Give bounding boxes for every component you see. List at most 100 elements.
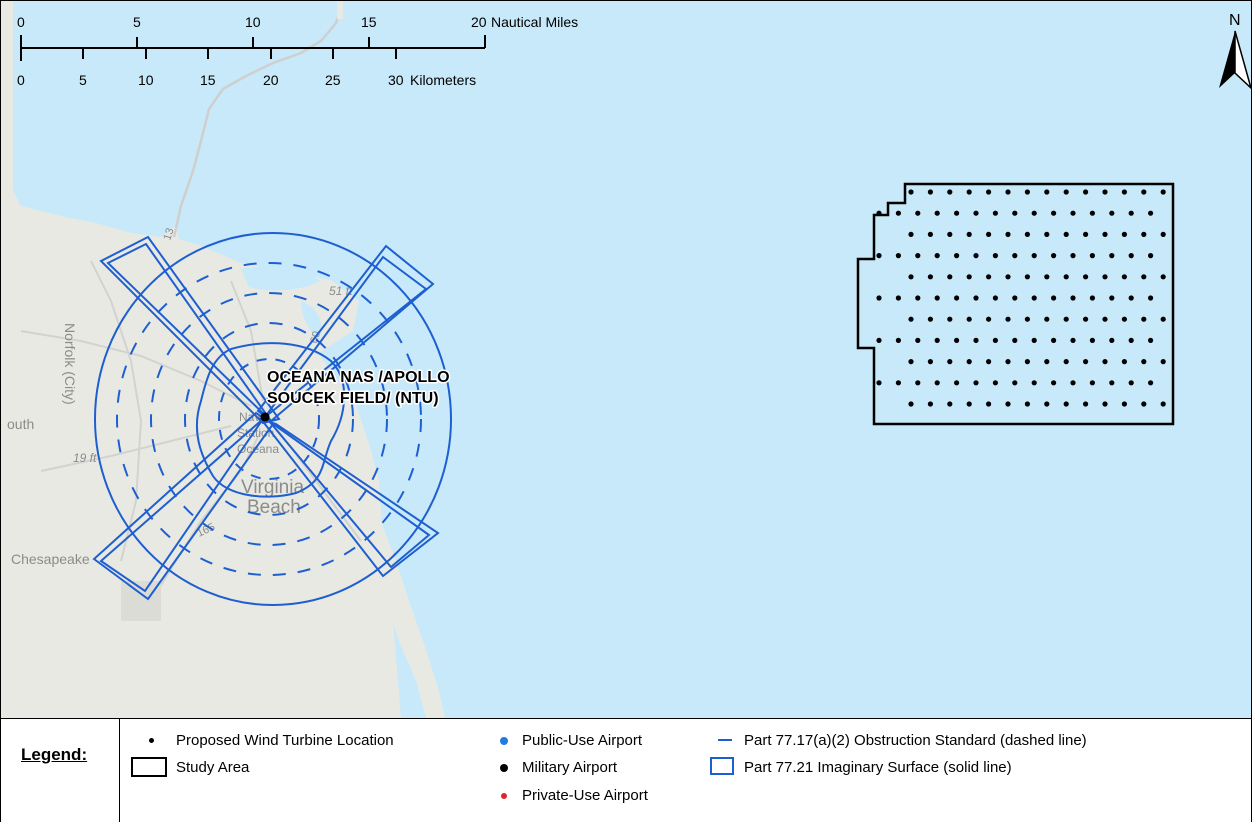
turbine-dot xyxy=(1089,295,1095,301)
turbine-dot xyxy=(876,210,882,216)
turbine-dot xyxy=(986,231,992,237)
turbine-dot xyxy=(1051,337,1057,343)
km-tick-5: 5 xyxy=(79,72,87,88)
airport-label-line1: OCEANA NAS /APOLLO xyxy=(267,369,450,386)
km-tick-10: 10 xyxy=(138,72,154,88)
turbine-dot xyxy=(1141,231,1147,237)
turbine-dot xyxy=(1109,253,1115,259)
turbine-dot xyxy=(927,316,934,322)
turbine-dot xyxy=(1012,380,1018,386)
turbine-dot xyxy=(986,274,992,280)
turbine-dot xyxy=(992,337,999,343)
legend-imaginary-label: Part 77.21 Imaginary Surface (solid line… xyxy=(744,759,1012,776)
km-tick-25: 25 xyxy=(325,72,341,88)
turbine-dot xyxy=(986,316,992,322)
turbine-dot xyxy=(992,210,999,216)
turbine-dot xyxy=(1044,189,1050,195)
turbine-dot xyxy=(947,274,953,280)
turbine-dot xyxy=(992,295,999,301)
turbine-dot xyxy=(1148,295,1154,301)
imaginary-outer-ring xyxy=(94,232,452,606)
turbine-dot xyxy=(1121,359,1127,365)
turbine-dot xyxy=(908,401,914,407)
turbine-dot xyxy=(1083,231,1089,237)
turbine-dot xyxy=(966,189,972,195)
turbine-dot xyxy=(876,253,882,259)
turbine-dot xyxy=(1051,253,1057,259)
turbine-dot xyxy=(1031,337,1037,343)
obstruction-ring-1 xyxy=(116,262,422,576)
military-airport-oceana[interactable] xyxy=(260,412,270,422)
turbine-dot xyxy=(1102,401,1108,407)
turbine-dot xyxy=(966,359,972,365)
turbine-dot xyxy=(1121,316,1127,322)
nautical-ticks xyxy=(20,35,486,48)
north-arrow-icon xyxy=(1219,31,1235,88)
route-13-label: 13 xyxy=(161,227,176,242)
turbine-dot xyxy=(895,295,902,301)
turbine-dot xyxy=(1083,189,1089,195)
turbine-dot xyxy=(986,189,992,195)
turbine-legend-icon xyxy=(149,738,154,743)
nm-tick-15: 15 xyxy=(361,14,377,30)
nm-unit: Nautical Miles xyxy=(491,14,578,30)
south-label: outh xyxy=(7,416,34,432)
legend-private-airport-label: Private-Use Airport xyxy=(522,787,648,804)
public-airport-legend-icon xyxy=(500,737,508,745)
turbine-dot xyxy=(1051,380,1057,386)
turbine-dot xyxy=(915,210,921,216)
legend-military-airport-label: Military Airport xyxy=(522,759,618,776)
turbine-dot xyxy=(1051,295,1057,301)
turbine-dot xyxy=(992,253,999,259)
north-arrow-outline xyxy=(1234,30,1251,90)
turbine-dot xyxy=(1063,359,1069,365)
island xyxy=(337,1,343,19)
turbine-dot xyxy=(1121,274,1127,280)
turbine-dot xyxy=(947,401,953,407)
km-tick-30: 30 xyxy=(388,72,404,88)
km-ticks xyxy=(20,48,397,61)
turbine-dot xyxy=(1160,316,1166,322)
turbine-dot xyxy=(1102,189,1108,195)
turbine-dot xyxy=(1109,380,1115,386)
turbine-dot xyxy=(915,380,921,386)
turbine-dot xyxy=(1089,380,1095,386)
turbine-dot xyxy=(966,401,972,407)
turbine-dot xyxy=(1128,253,1134,259)
obstruction-standard xyxy=(116,262,422,576)
turbine-dot xyxy=(1102,231,1108,237)
turbine-dot xyxy=(895,210,902,216)
turbine-dot xyxy=(908,274,914,280)
military-airport-legend-icon xyxy=(500,764,508,772)
bridge-tunnel xyxy=(172,6,343,238)
turbine-dot xyxy=(947,189,953,195)
turbine-dot xyxy=(1063,189,1069,195)
turbine-grid xyxy=(876,189,1166,407)
turbine-dot xyxy=(954,210,960,216)
turbine-dot xyxy=(1005,274,1011,280)
imaginary-inner-ring xyxy=(195,342,346,498)
turbine-dot xyxy=(1148,337,1154,343)
turbine-dot xyxy=(1063,274,1069,280)
turbine-dot xyxy=(1160,274,1166,280)
turbine-dot xyxy=(1121,401,1127,407)
imaginary-surface xyxy=(92,232,452,606)
chesapeake-label: Chesapeake xyxy=(11,551,90,567)
legend-title: Legend: xyxy=(21,745,88,764)
turbine-dot xyxy=(1148,210,1154,216)
turbine-dot xyxy=(1141,359,1147,365)
southern-shore xyxy=(121,581,161,621)
turbine-dot xyxy=(934,253,940,259)
private-airport-legend-icon xyxy=(501,793,507,799)
turbine-dot xyxy=(973,380,979,386)
turbine-dot xyxy=(1024,231,1030,237)
approach-corridor-nw xyxy=(99,235,281,425)
turbine-dot xyxy=(1070,337,1076,343)
turbine-dot xyxy=(966,316,972,322)
turbine-dot xyxy=(1109,295,1115,301)
turbine-dot xyxy=(954,295,960,301)
turbine-dot xyxy=(1109,210,1115,216)
study-area[interactable] xyxy=(856,182,1175,426)
turbine-dot xyxy=(934,295,940,301)
turbine-dot xyxy=(986,401,992,407)
